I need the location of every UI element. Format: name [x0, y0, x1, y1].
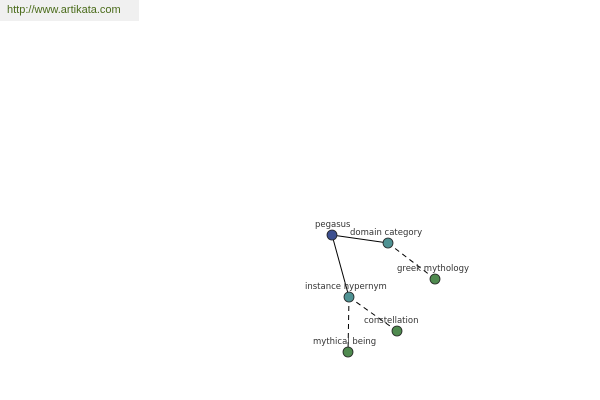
- node-domain-category[interactable]: domain category: [350, 228, 422, 249]
- node-instance-hypernym-dot[interactable]: [343, 291, 355, 303]
- edge-domain-category-greek-mythology: [387, 242, 436, 280]
- node-pegasus-label: pegasus: [315, 220, 351, 230]
- node-greek-mythology-dot[interactable]: [429, 273, 441, 285]
- edge-instance-hypernym-mythical-being: [347, 296, 350, 353]
- edge-pegasus-domain-category: [331, 234, 389, 244]
- node-mythical-being-label: mythical being: [313, 337, 376, 347]
- node-pegasus[interactable]: pegasus: [315, 220, 351, 241]
- node-greek-mythology[interactable]: greek mythology: [397, 264, 469, 285]
- node-constellation-label: constellation: [364, 316, 418, 326]
- node-pegasus-dot[interactable]: [326, 229, 338, 241]
- node-constellation[interactable]: constellation: [364, 316, 418, 337]
- node-instance-hypernym[interactable]: instance hypernym: [305, 282, 387, 303]
- node-domain-category-dot[interactable]: [382, 237, 394, 249]
- edge-instance-hypernym-constellation: [348, 296, 398, 332]
- node-mythical-being-dot[interactable]: [342, 346, 354, 358]
- watermark-link[interactable]: http://www.artikata.com: [0, 0, 139, 21]
- node-mythical-being[interactable]: mythical being: [313, 337, 376, 358]
- node-constellation-dot[interactable]: [391, 325, 403, 337]
- node-instance-hypernym-label: instance hypernym: [305, 282, 387, 292]
- node-domain-category-label: domain category: [350, 228, 422, 238]
- node-greek-mythology-label: greek mythology: [397, 264, 469, 274]
- edge-pegasus-instance-hypernym: [331, 234, 350, 298]
